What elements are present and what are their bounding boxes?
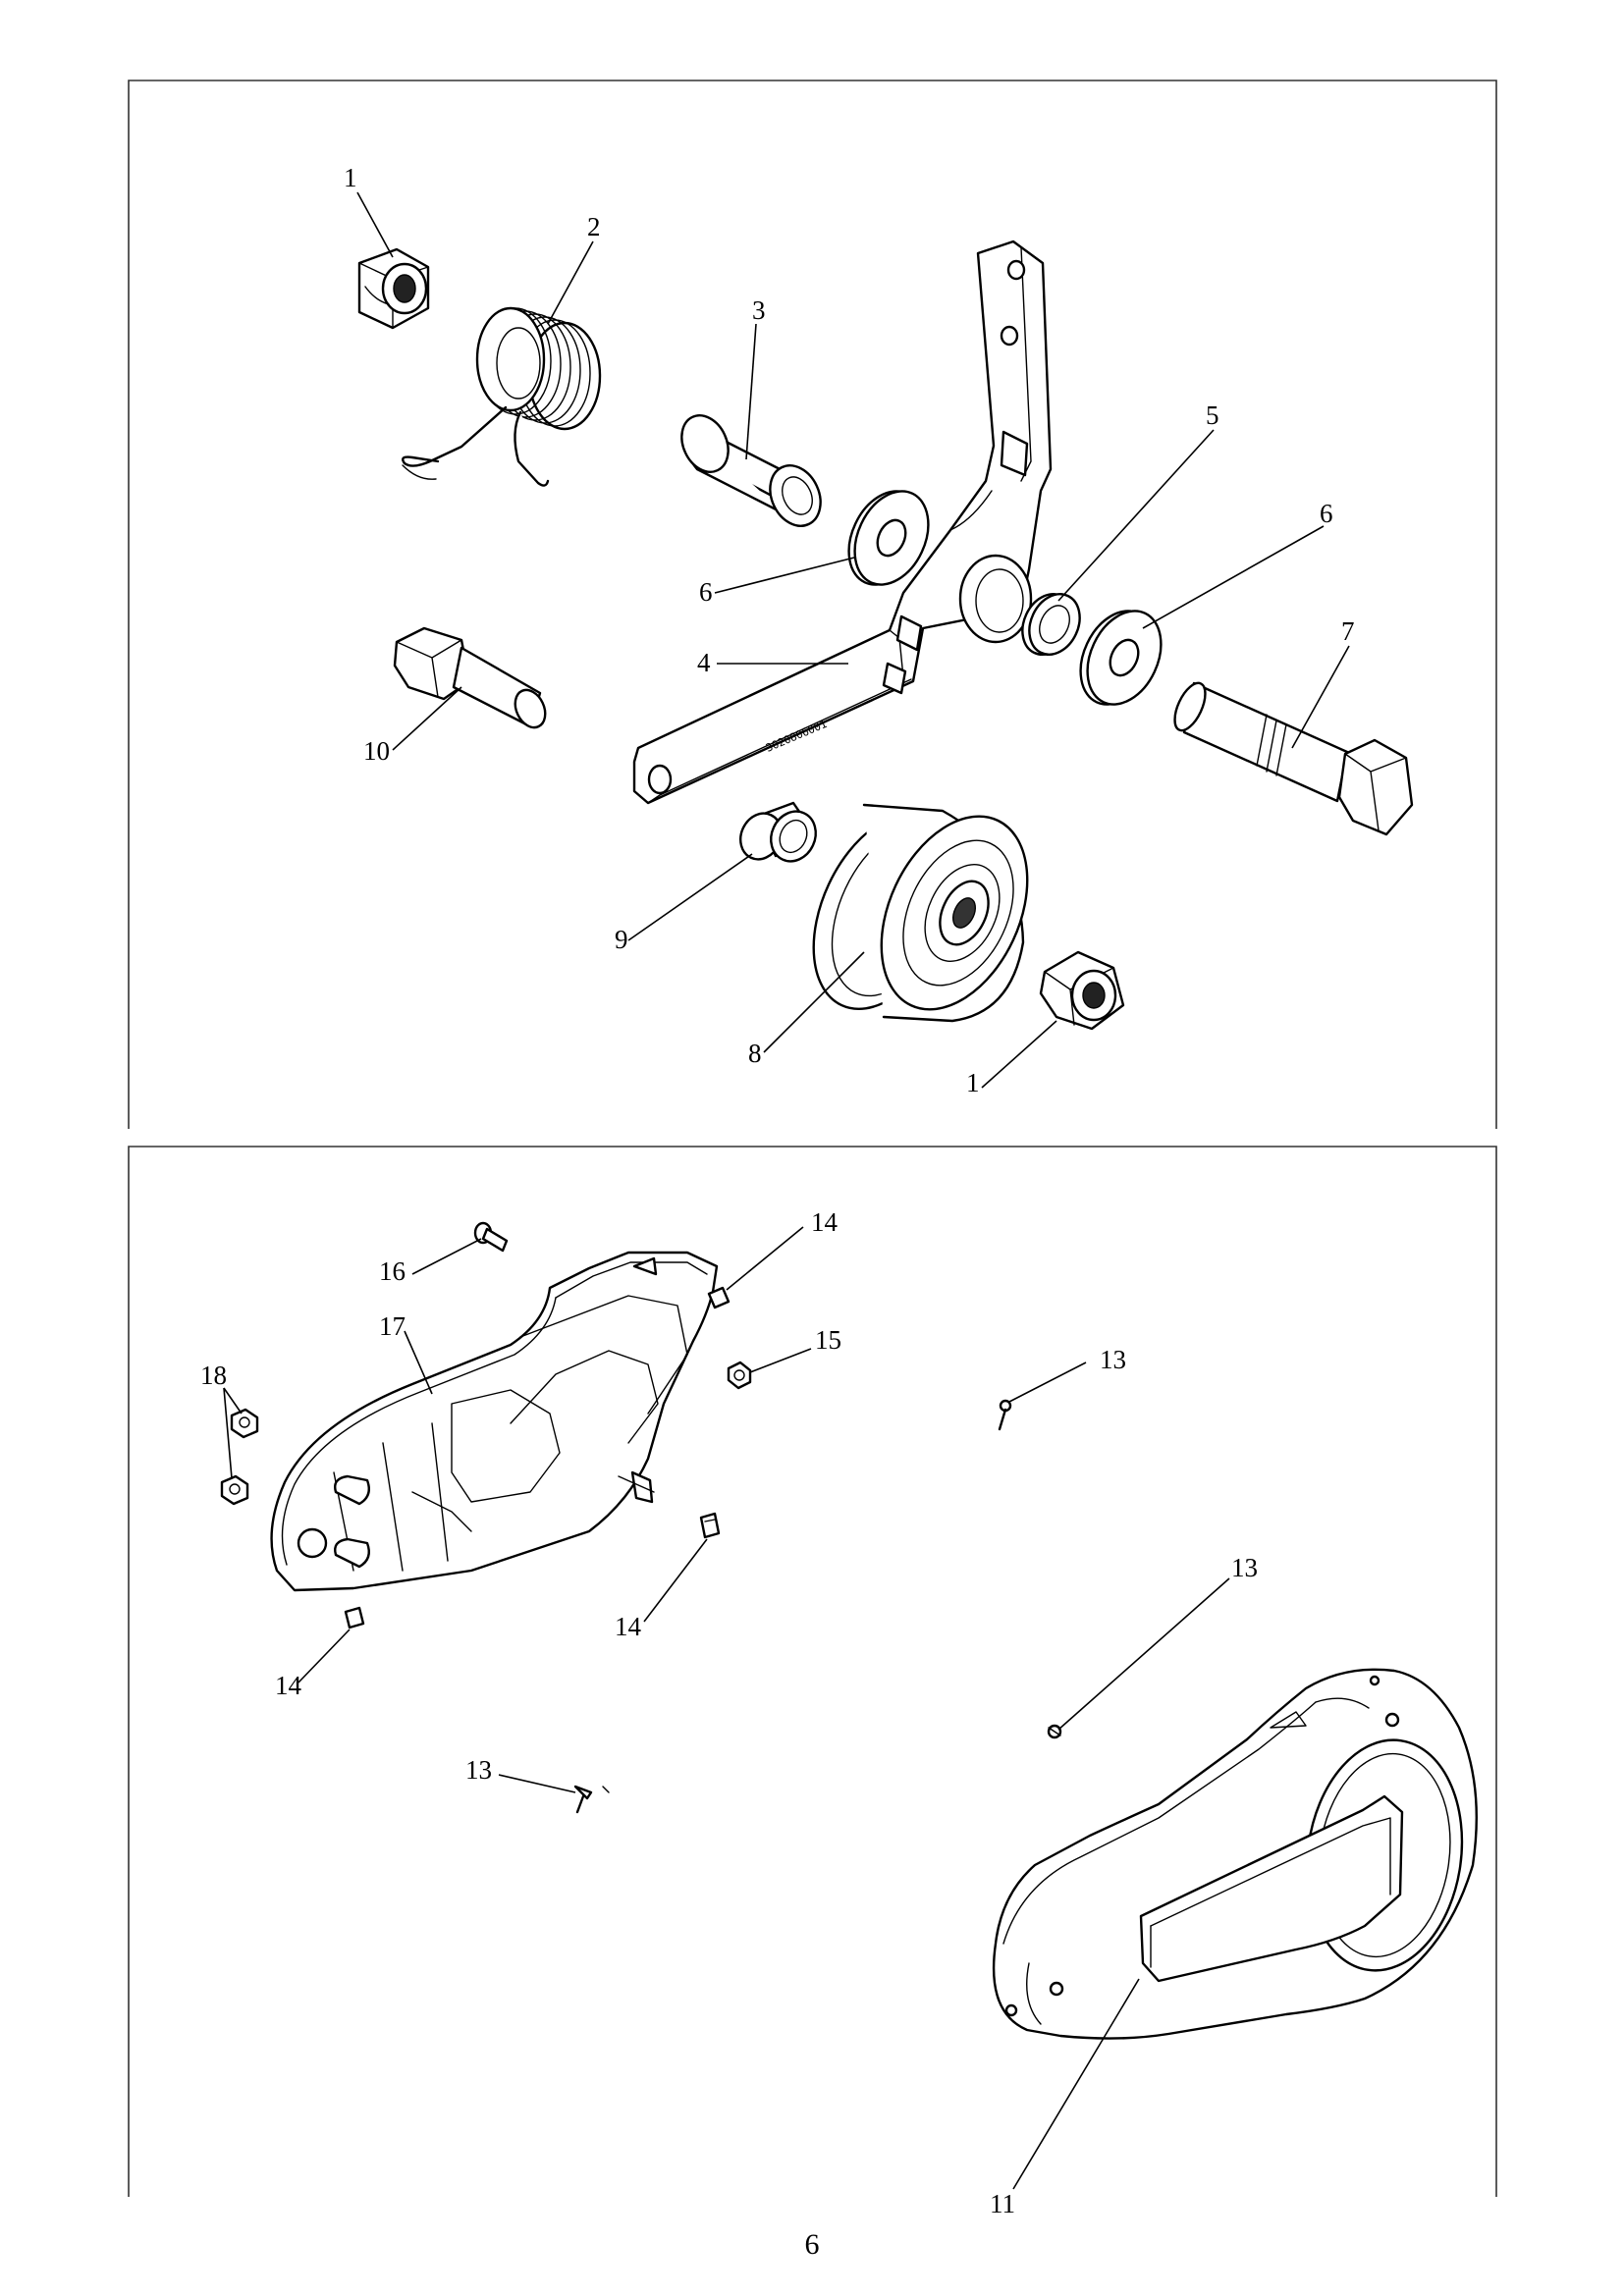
screw-right-top [998,1399,1012,1431]
callout-screw-right-top: 13 [1100,1345,1126,1374]
callout-nut-bottom: 1 [966,1068,980,1097]
torsion-spring [402,306,602,487]
callout-spacer: 9 [615,925,628,954]
callout-belt-cover: 11 [990,2189,1015,2218]
callout-spacer-ring: 5 [1206,400,1219,430]
belt-cover [992,1668,1478,2040]
short-hex-bolt [393,626,547,729]
callout-washer-left: 6 [699,577,713,607]
lock-nut-top [357,247,430,330]
upper-assembly: 3020806001 [344,163,1414,1097]
callout-clip-left: 14 [275,1671,302,1700]
lower-panel-frame [128,1146,1497,2197]
nut-pair [220,1408,259,1506]
callout-pulley: 8 [748,1039,762,1068]
callout-spring: 2 [587,212,601,241]
bushing [680,414,822,527]
cylindrical-spacer [739,801,817,863]
callout-screw-bottom-left: 13 [465,1755,492,1785]
page-number: 6 [805,2228,820,2261]
callout-nut-clip: 15 [815,1325,841,1355]
upper-leader-lines [356,191,1350,1089]
callout-bolt-short: 10 [363,736,390,766]
screw-right-mid [1047,1724,1062,1739]
flat-washer-left [847,490,930,586]
lock-nut-bottom [1039,950,1125,1031]
upper-panel-frame [128,80,1497,1129]
callout-idler-arm: 4 [697,648,711,677]
clip-top [707,1286,731,1309]
callout-screw-right-mid: 13 [1231,1553,1258,1582]
callout-washer-right: 6 [1320,499,1333,528]
screw-bottom-left [573,1785,610,1814]
callout-clip-top: 14 [811,1207,839,1237]
lower-assembly: 16 17 14 15 13 13 18 14 14 13 11 [200,1207,1478,2218]
callout-bolt-cover: 16 [379,1256,406,1286]
lower-leader-lines [223,1226,1230,2190]
cover-bolt [473,1221,509,1253]
callout-clip-right: 14 [615,1612,642,1641]
clip-nut [727,1361,752,1390]
clip-right [699,1512,721,1539]
spacer-ring [1021,593,1081,656]
long-hex-bolt [1173,681,1414,836]
callout-nuts-pair: 18 [200,1361,227,1390]
idler-pulley [812,803,1029,1023]
callout-cover-base: 17 [379,1311,406,1341]
flat-washer-right [1079,610,1163,706]
upper-callouts: 1 2 3 6 4 5 6 7 10 9 8 1 [344,163,1355,1097]
idler-arm-bracket: 3020806001 [632,240,1053,805]
lower-callouts: 16 17 14 15 13 13 18 14 14 13 11 [200,1207,1258,2218]
cover-base-plate [270,1251,719,1592]
callout-bolt-long: 7 [1341,616,1355,646]
callout-bushing: 3 [752,295,766,325]
callout-nut-top: 1 [344,163,357,192]
clip-left [344,1606,365,1629]
